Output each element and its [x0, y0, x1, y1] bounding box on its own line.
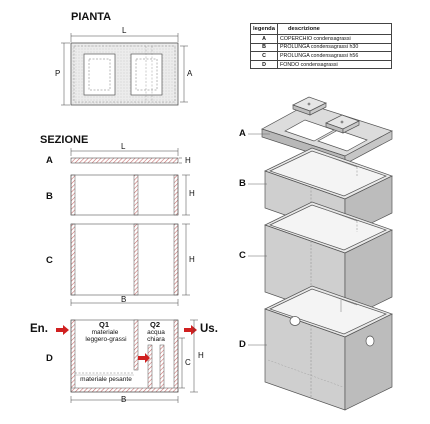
- exploded-base-d: [264, 285, 393, 411]
- section-label-a: A: [46, 155, 53, 166]
- section-a: [70, 148, 182, 164]
- q1-label: Q1: [99, 320, 110, 329]
- plan-view: [61, 33, 188, 106]
- exploded-label-d: D: [239, 339, 246, 350]
- legend-key: D: [250, 59, 278, 70]
- q2-desc-line2: chiara: [147, 336, 165, 343]
- section-title: SEZIONE: [40, 134, 89, 146]
- plan-dim-depth: P: [55, 69, 61, 78]
- legend-key: A: [250, 34, 278, 44]
- section-a-dim-length: L: [121, 142, 126, 151]
- heavy-material-label: materiale pesante: [80, 376, 132, 383]
- legend-desc: PROLUNGA condensagrassi h56: [277, 51, 392, 61]
- section-c-dim-width: B: [121, 295, 127, 304]
- section-c-dim-height: H: [189, 255, 195, 264]
- q1-desc-line2: leggero-grassi: [85, 336, 127, 343]
- exploded-extension-c: [264, 201, 393, 321]
- section-label-c: C: [46, 255, 53, 266]
- q2-desc-line1: acqua: [147, 329, 165, 336]
- inlet-label: En.: [30, 323, 48, 335]
- plan-dim-width: A: [187, 69, 193, 78]
- plan-dim-length: L: [122, 26, 127, 35]
- legend-key: C: [250, 51, 278, 61]
- plan-title: PIANTA: [71, 11, 112, 23]
- exploded-label-b: B: [239, 178, 246, 189]
- exploded-label-c: C: [239, 250, 246, 261]
- legend-header-desc: descrizione: [277, 23, 392, 35]
- q1-desc-line1: materiale: [91, 329, 119, 336]
- legend-header-key: legenda: [250, 23, 278, 35]
- section-b-dim-height: H: [189, 189, 195, 198]
- section-label-d: D: [46, 353, 53, 364]
- exploded-leaders: [248, 133, 270, 346]
- legend-key: B: [250, 42, 278, 53]
- section-a-dim-height: H: [185, 156, 191, 165]
- legend-desc: PROLUNGA condensagrassi h30: [277, 42, 392, 53]
- section-label-b: B: [46, 191, 53, 202]
- section-d-dim-height: H: [198, 351, 204, 360]
- section-c: [70, 223, 190, 306]
- section-d-dim-c: C: [185, 358, 191, 367]
- legend-desc: COPERCHIO condensagrassi: [277, 34, 392, 44]
- section-d-dim-width: B: [121, 395, 127, 404]
- legend-desc: FONDO condensagrassi: [277, 59, 392, 70]
- section-d: [56, 319, 198, 403]
- exploded-label-a: A: [239, 128, 246, 139]
- q2-label: Q2: [150, 320, 161, 329]
- section-b: [70, 174, 190, 216]
- outlet-label: Us.: [200, 323, 218, 335]
